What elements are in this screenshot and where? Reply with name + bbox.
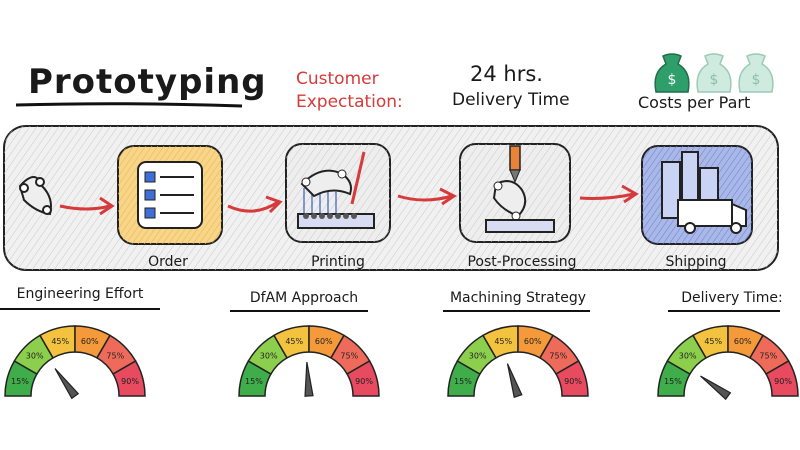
gauge: 15% 30% 45% 60% 75% 90% bbox=[238, 325, 380, 397]
printer-icon bbox=[297, 151, 375, 229]
money-bag-icon: $ bbox=[654, 53, 690, 93]
gauge-title-underlines bbox=[0, 308, 780, 312]
svg-text:$: $ bbox=[668, 72, 677, 88]
printing-step-box bbox=[285, 143, 391, 243]
flow-arrow bbox=[579, 184, 639, 204]
gauge-title: Engineering Effort bbox=[16, 286, 144, 302]
gauge-tick-label: 45% bbox=[51, 337, 69, 346]
costs-per-part-label: Costs per Part bbox=[638, 93, 751, 112]
gauge-segment bbox=[555, 359, 589, 397]
gauge-tick-label: 90% bbox=[121, 377, 139, 386]
gauge-tick-label: 75% bbox=[106, 352, 124, 361]
svg-text:$: $ bbox=[752, 72, 761, 88]
gauge-tick-label: 75% bbox=[759, 352, 777, 361]
step-label-shipping: Shipping bbox=[665, 254, 727, 270]
gauge: 15% 30% 45% 60% 75% 90% bbox=[4, 325, 146, 400]
gauge-tick-label: 60% bbox=[315, 337, 333, 346]
gauge-tick-label: 60% bbox=[524, 337, 542, 346]
flow-arrow bbox=[227, 195, 283, 214]
gauge-tick-label: 30% bbox=[679, 352, 697, 361]
step-label-post-processing: Post-Processing bbox=[467, 254, 577, 270]
gauge-tick-label: 45% bbox=[704, 337, 722, 346]
gauge-tick-label: 60% bbox=[734, 337, 752, 346]
gauge-segment bbox=[346, 359, 380, 397]
gauge-needle bbox=[54, 368, 80, 400]
flow-arrow bbox=[59, 196, 115, 216]
checklist-icon bbox=[137, 161, 203, 229]
svg-text:$: $ bbox=[710, 72, 719, 88]
money-bag-icon: $ bbox=[696, 53, 732, 93]
gauge-tick-label: 60% bbox=[81, 337, 99, 346]
gauge-tick-label: 15% bbox=[454, 377, 472, 386]
gauge-title: DfAM Approach bbox=[249, 290, 359, 306]
gauge-tick-label: 15% bbox=[11, 377, 29, 386]
gauge: 15% 30% 45% 60% 75% 90% bbox=[657, 325, 799, 401]
gauge-tick-label: 15% bbox=[245, 377, 263, 386]
post-processing-step-box bbox=[459, 143, 571, 243]
flow-arrow bbox=[397, 187, 457, 206]
gauge-needle bbox=[506, 363, 523, 399]
truck-factory-icon bbox=[661, 151, 747, 234]
gauge-tick-label: 90% bbox=[774, 377, 792, 386]
gauge-tick-label: 30% bbox=[469, 352, 487, 361]
hours-value: 24 hrs. bbox=[470, 62, 543, 86]
milling-icon bbox=[485, 145, 555, 233]
gauge-title: Delivery Time: bbox=[681, 290, 783, 306]
part-icon bbox=[18, 176, 52, 216]
process-panel bbox=[3, 125, 779, 271]
gauge-tick-label: 45% bbox=[494, 337, 512, 346]
gauge-needle bbox=[700, 375, 732, 401]
order-step-box bbox=[117, 145, 223, 245]
page-title: Prototyping bbox=[28, 62, 267, 102]
step-label-order: Order bbox=[148, 254, 188, 270]
money-bag-icon: $ bbox=[738, 53, 774, 93]
gauge: 15% 30% 45% 60% 75% 90% bbox=[447, 325, 589, 399]
gauge-title: Machining Strategy bbox=[449, 290, 587, 306]
step-label-printing: Printing bbox=[311, 254, 365, 270]
delivery-time-label: Delivery Time bbox=[452, 90, 570, 110]
gauge-tick-label: 45% bbox=[285, 337, 303, 346]
gauge-tick-label: 30% bbox=[26, 352, 44, 361]
gauge-tick-label: 90% bbox=[355, 377, 373, 386]
gauge-tick-label: 75% bbox=[549, 352, 567, 361]
shipping-step-box bbox=[641, 145, 753, 245]
gauge-tick-label: 15% bbox=[664, 377, 682, 386]
customer-expectation-label: Customer Expectation: bbox=[296, 69, 403, 112]
gauge-tick-label: 75% bbox=[340, 352, 358, 361]
gauge-tick-label: 90% bbox=[564, 377, 582, 386]
gauge-needle bbox=[304, 361, 314, 397]
gauge-segment bbox=[765, 359, 799, 397]
title-underline bbox=[15, 102, 243, 108]
gauge-segment bbox=[112, 359, 146, 397]
gauge-tick-label: 30% bbox=[260, 352, 278, 361]
cost-indicator: $ $ $ bbox=[654, 53, 774, 93]
